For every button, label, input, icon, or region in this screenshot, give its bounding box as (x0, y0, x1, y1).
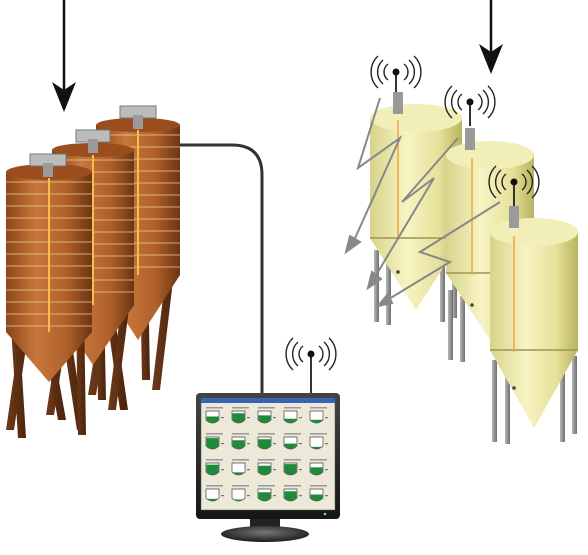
tank-level-widget (257, 485, 276, 502)
lightning-signal-icon (366, 137, 459, 291)
tank-level-widget (283, 459, 302, 476)
tank-level-widget (205, 459, 224, 476)
tank-level-widget (231, 459, 250, 476)
tank-level-widget (257, 407, 276, 424)
tank-level-widget (283, 407, 302, 424)
data-cable (172, 143, 264, 395)
tank-level-widget (283, 485, 302, 502)
steel-silo (490, 206, 578, 444)
tank-level-widget (231, 433, 250, 450)
monitor-station (196, 393, 340, 542)
antenna-icon (488, 165, 540, 206)
antenna-icon (285, 337, 337, 394)
lightning-signal-icon (344, 97, 403, 255)
tank-level-widget (231, 407, 250, 424)
wooden-silo (6, 153, 92, 438)
tank-level-grid (205, 407, 328, 502)
tank-level-widget (257, 433, 276, 450)
down-arrow-icon (479, 0, 503, 74)
wooden-silo (46, 129, 134, 430)
tank-level-widget (309, 407, 328, 424)
tank-level-widget (309, 459, 328, 476)
tank-level-widget (309, 485, 328, 502)
down-arrow-icon (52, 0, 76, 112)
tank-level-widget (257, 459, 276, 476)
tank-level-widget (309, 433, 328, 450)
antenna-icon (444, 85, 496, 126)
tank-level-widget (231, 485, 250, 502)
tank-level-widget (205, 485, 224, 502)
tank-level-widget (283, 433, 302, 450)
tank-level-widget (205, 407, 224, 424)
antenna-icon (370, 55, 422, 92)
lightning-signal-icon (375, 201, 501, 308)
tank-level-widget (205, 433, 224, 450)
